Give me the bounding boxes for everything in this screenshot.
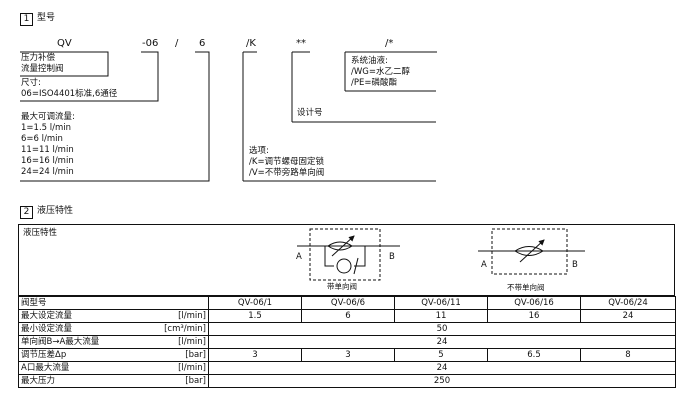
hydraulic-symbols-panel [18,224,675,296]
symbol2-restrictor [514,246,544,256]
symbol1-bypass-right [354,246,366,267]
row-label: 调节压差Δp [21,350,67,360]
option-item: /V=不带旁路单向阀 [249,168,325,178]
row-unit: [l/min] [178,311,206,321]
design-label: 设计号 [297,108,323,118]
symbol2-port-a: A [481,260,487,270]
row-label: 最大压力 [21,376,56,386]
flow-option: 11=11 l/min [21,145,74,155]
symbol1-adjust-arrow [331,235,355,257]
table-cell: 1.5 [208,309,302,323]
table-header-row: 阀型号 QV-06/1 QV-06/6 QV-06/11 QV-06/16 QV… [18,296,676,310]
code-k: /K [246,38,256,49]
model-header: QV-06/16 [487,296,581,310]
code-size: -06 [142,38,159,49]
table-cell: 8 [580,348,676,362]
table-cell: 6.5 [487,348,581,362]
symbol2-adjust-arrow [519,239,545,263]
code-qv: QV [57,38,72,49]
code-flow: 6 [199,38,206,49]
model-header: QV-06/6 [301,296,395,310]
size-line1: 尺寸: [21,78,41,88]
table-cell: 16 [487,309,581,323]
row-label: 最小设定流量 [21,324,73,334]
table-cell: 24 [580,309,676,323]
options-title: 选项: [249,146,269,156]
hydraulic-box-label: 液压特性 [23,228,58,238]
symbol1-dashed-frame [309,228,381,281]
row-label: 最大设定流量 [21,311,73,321]
spec-table: 阀型号 QV-06/1 QV-06/6 QV-06/11 QV-06/16 QV… [18,296,676,388]
type-line2: 流量控制阀 [21,64,64,74]
fluid-option: /WG=水乙二醇 [351,67,410,77]
flow-title: 最大可调流量: [21,112,75,122]
table-cell-merged: 24 [208,361,676,375]
row-unit: [bar] [185,376,206,386]
symbol1-caption: 带单向阀 [327,282,357,291]
table-cell: 5 [394,348,488,362]
symbol1-port-a: A [296,252,302,262]
flow-option: 6=6 l/min [21,134,63,144]
section1-number: 1 [20,13,33,26]
symbol1-check-seat [353,257,359,275]
symbol1-check-ball [336,258,352,274]
size-line2: 06=ISO4401标准,6通径 [21,89,118,99]
table-row: A口最大流量 [l/min] 24 [18,361,676,375]
table-row: 最大压力 [bar] 250 [18,374,676,388]
section2-number: 2 [20,206,33,219]
table-cell-merged: 250 [208,374,676,388]
table-row: 调节压差Δp [bar] 3 3 5 6.5 8 [18,348,676,362]
table-row: 单向阀B→A最大流量 [l/min] 24 [18,335,676,349]
symbol1-port-b: B [389,252,395,262]
row-unit: [l/min] [178,337,206,347]
symbol1-restrictor [327,241,353,251]
flow-option: 16=16 l/min [21,156,74,166]
code-slash: / [175,38,179,49]
section2-title: 液压特性 [37,206,74,216]
flow-option: 24=24 l/min [21,167,74,177]
row-unit: [cm³/min] [164,324,206,334]
type-line1: 压力补偿 [21,53,56,63]
flow-option: 1=1.5 l/min [21,123,72,133]
table-cell-merged: 24 [208,335,676,349]
table-cell: 6 [301,309,395,323]
model-header: QV-06/24 [580,296,676,310]
row-label: A口最大流量 [21,363,70,373]
option-item: /K=调节螺母固定锁 [249,157,325,167]
table-cell-merged: 50 [208,322,676,336]
section1-title: 型号 [37,13,56,23]
row-unit: [bar] [185,350,206,360]
code-design: ** [296,38,306,49]
table-row: 最小设定流量 [cm³/min] 50 [18,322,676,336]
fluid-option: /PE=磷酸酯 [351,78,397,88]
code-fluid: /* [385,38,394,49]
fluid-title: 系统油液: [351,56,388,66]
table-cell: 11 [394,309,488,323]
symbol2-caption: 不带单向阀 [507,283,545,292]
header-label: 阀型号 [18,296,209,310]
model-header: QV-06/1 [208,296,302,310]
symbol1-bypass-left [324,246,334,267]
table-cell: 3 [208,348,302,362]
table-cell: 3 [301,348,395,362]
model-header: QV-06/11 [394,296,488,310]
table-row: 最大设定流量 [l/min] 1.5 6 11 16 24 [18,309,676,323]
row-label: 单向阀B→A最大流量 [21,337,100,347]
row-unit: [l/min] [178,363,206,373]
symbol2-port-b: B [572,260,578,270]
